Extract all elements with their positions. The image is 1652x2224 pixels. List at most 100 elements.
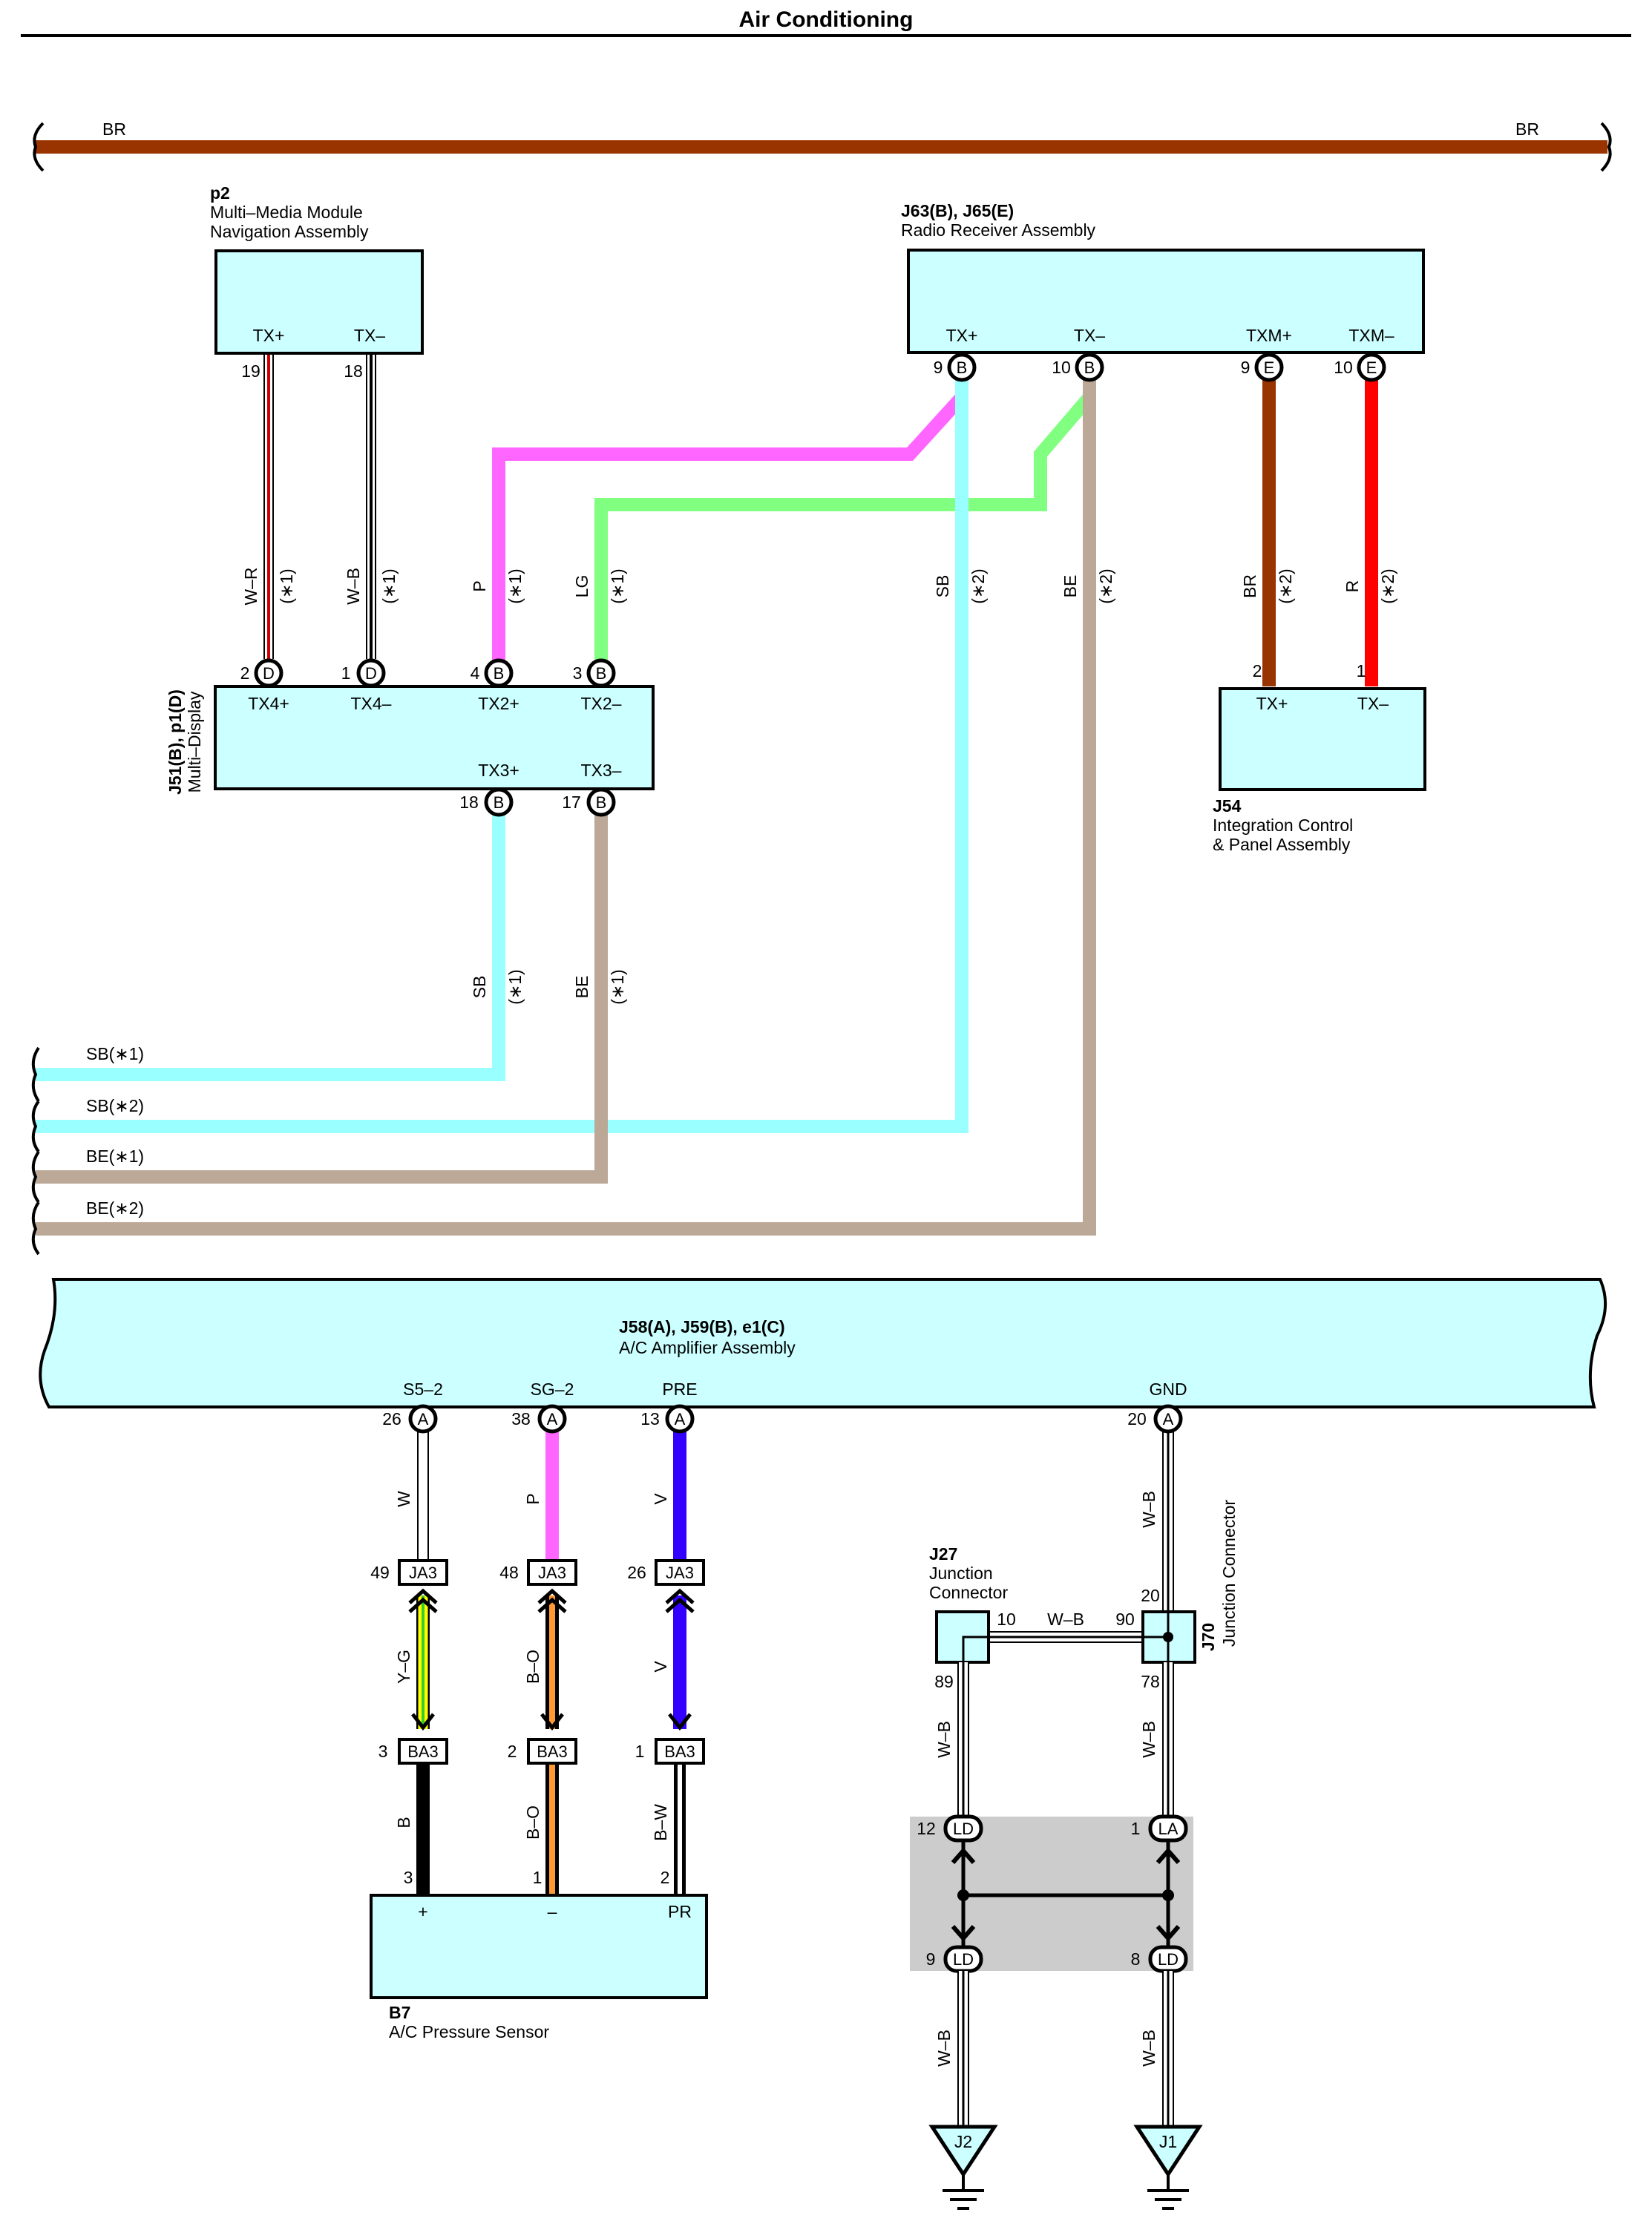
j63-conn-b-9	[947, 352, 977, 382]
j63-box	[907, 249, 1425, 354]
p2-id: p2	[210, 183, 230, 203]
amp-pin-num-20: 20	[1127, 1409, 1147, 1428]
ba3-label-3: BA3	[664, 1742, 695, 1761]
ba3-pin-3: 3	[378, 1742, 388, 1761]
bus-break-left	[33, 122, 45, 172]
tap-label-sb2: SB(∗2)	[86, 1096, 144, 1115]
j63-pin-num-10e: 10	[1334, 358, 1353, 377]
b7-pin-plus: +	[418, 1902, 427, 1921]
j63-pin-txm-plus: TXM+	[1246, 326, 1292, 345]
amp-pin-pre: PRE	[662, 1380, 697, 1399]
wire-ground-j2-label: W–B	[934, 2030, 954, 2067]
splice-pin-9: 9	[926, 1949, 936, 1969]
j27-line1: Junction	[929, 1564, 993, 1583]
amp-pin-sg-2: SG–2	[531, 1380, 574, 1399]
tap-label-sb1: SB(∗1)	[86, 1044, 144, 1063]
j63-conn-e-10	[1357, 352, 1386, 382]
wire-gnd-label: W–B	[1139, 1491, 1158, 1528]
wire-br2-note: (∗2)	[1276, 568, 1295, 603]
j27-internal-link	[962, 1636, 989, 1662]
wire-lg-path	[594, 367, 1096, 660]
j70-internal-link	[1143, 1612, 1170, 1662]
j63-pin-num-9b: 9	[934, 358, 943, 377]
j51-pin-num-18: 18	[459, 793, 479, 812]
j27-pin-num-10: 10	[997, 1610, 1016, 1629]
wire-br2-label: BR	[1240, 574, 1259, 598]
wire-be2-label: BE	[1061, 575, 1080, 598]
b7-id: B7	[389, 2003, 410, 2022]
b7-pin-minus: –	[548, 1902, 557, 1921]
wire-p-label: P	[470, 580, 489, 591]
chevron-icon	[951, 1925, 976, 1942]
p2-line1: Multi–Media Module	[210, 203, 363, 222]
chevron-icon	[540, 1713, 564, 1731]
wire-b-label: B	[394, 1817, 413, 1828]
p2-pin-tx-minus: TX–	[354, 326, 385, 345]
ja3-box-1	[398, 1559, 448, 1586]
wire-wb-h-label: W–B	[1047, 1610, 1084, 1629]
j51-conn-b-4	[484, 658, 514, 688]
j51-pin-num-17: 17	[562, 793, 581, 812]
j51-pin-tx4-minus: TX4–	[351, 694, 392, 713]
wire-j27-down-label: W–B	[934, 1721, 954, 1758]
splice-conn-ld-12	[943, 1814, 983, 1843]
j54-pin-tx-plus: TX+	[1256, 694, 1288, 713]
wire-v-label: V	[651, 1493, 670, 1505]
j63-pin-tx-minus: TX–	[1074, 326, 1105, 345]
ja3-label-2: JA3	[538, 1564, 566, 1582]
p2-box	[214, 249, 424, 355]
amp-box	[39, 1278, 1607, 1408]
b7-pin-pr: PR	[668, 1902, 692, 1921]
ja3-pin-26: 26	[627, 1563, 646, 1582]
j63-line1: Radio Receiver Assembly	[901, 220, 1096, 240]
splice-pin-12: 12	[917, 1819, 936, 1838]
j51-conn-b-17	[586, 787, 616, 817]
j70-line1: Junction Connector	[1219, 1500, 1239, 1647]
p2-pin-tx-plus: TX+	[253, 326, 285, 345]
wire-ground-j1-label: W–B	[1139, 2030, 1158, 2067]
wire-w-b1-note: (∗1)	[379, 568, 399, 603]
b7-pin-num-3: 3	[404, 1868, 413, 1887]
wire-bw-label: B–W	[651, 1804, 670, 1841]
ja3-label-3: JA3	[666, 1564, 694, 1582]
amp-pin-gnd: GND	[1149, 1380, 1187, 1399]
j63-pin-tx-plus: TX+	[946, 326, 978, 345]
chevron-icon	[665, 1588, 695, 1613]
wire-w-r-note: (∗1)	[277, 568, 296, 603]
ba3-label-2: BA3	[537, 1742, 568, 1761]
p2-pin-num-19: 19	[241, 361, 260, 381]
j63-pin-num-9e: 9	[1241, 358, 1251, 377]
j54-pin-num-2: 2	[1253, 661, 1262, 680]
ba3-pin-1: 1	[635, 1742, 645, 1761]
j51-conn-d-1-letter: D	[365, 664, 377, 683]
wire-j70-down-label: W–B	[1139, 1721, 1158, 1758]
chevron-icon	[411, 1713, 435, 1731]
j70-pin-num-90: 90	[1115, 1610, 1135, 1629]
wire-sb2-note: (∗2)	[968, 568, 988, 603]
amp-conn-a-13-letter: A	[675, 1410, 686, 1428]
j51-conn-d-1	[356, 658, 386, 688]
j54-line1: Integration Control	[1213, 816, 1353, 835]
ja3-pin-49: 49	[370, 1563, 390, 1582]
splice-dot-left	[957, 1889, 969, 1901]
j51-pin-num-4: 4	[471, 663, 480, 683]
p2-pin-num-18: 18	[344, 361, 363, 381]
j51-conn-d-2	[254, 658, 283, 688]
j51-id: J51(B), p1(D)	[165, 689, 185, 795]
j51-conn-b-18	[484, 787, 514, 817]
b7-line1: A/C Pressure Sensor	[389, 2022, 549, 2041]
j51-pin-tx4-plus: TX4+	[248, 694, 289, 713]
tap-label-be1: BE(∗1)	[86, 1147, 144, 1166]
wire-be1-path	[36, 802, 608, 1184]
wire-r2-note: (∗2)	[1378, 568, 1397, 603]
splice-pin-8: 8	[1131, 1949, 1141, 1969]
ground-icon	[943, 2174, 984, 2210]
wire-be2-path	[36, 367, 1096, 1236]
bus-break-right	[1600, 122, 1612, 172]
j51-conn-b-3	[586, 658, 616, 688]
j51-line1: Multi–Display	[185, 691, 204, 793]
wire-be1-note: (∗1)	[608, 969, 627, 1004]
wire-w-b1-label: W–B	[344, 568, 363, 605]
wire-v2-label: V	[651, 1661, 670, 1673]
amp-line1: A/C Amplifier Assembly	[619, 1338, 796, 1357]
